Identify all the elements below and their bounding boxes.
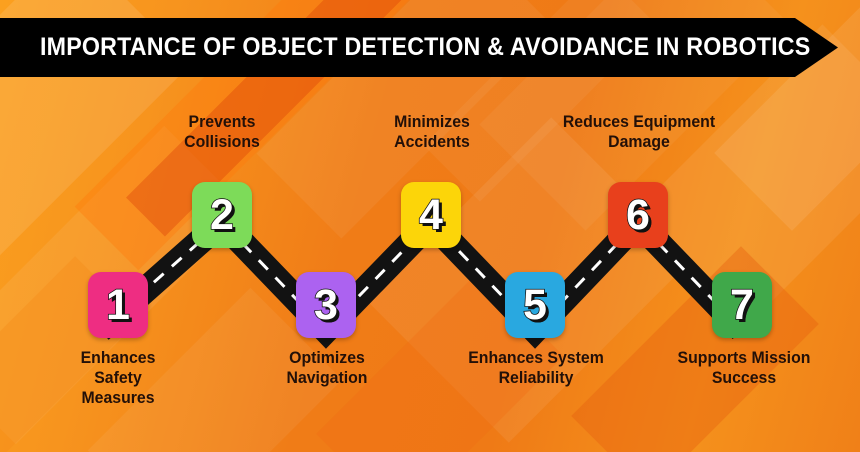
step-box-7[interactable]: 7	[712, 272, 772, 338]
step-number-3: 3	[313, 280, 338, 329]
step-label-2: Prevents Collisions	[184, 113, 260, 152]
step-label-6: Reduces Equipment Damage	[562, 113, 716, 152]
step-box-3[interactable]: 3	[296, 272, 356, 338]
step-box-1[interactable]: 1	[88, 272, 148, 338]
step-label-3: Optimizes Navigation	[286, 349, 368, 388]
step-number-1: 1	[105, 280, 130, 329]
step-label-7: Supports Mission Success	[677, 349, 811, 388]
step-number-4: 4	[418, 190, 443, 239]
step-number-7: 7	[729, 280, 754, 329]
step-box-5[interactable]: 5	[505, 272, 565, 338]
step-number-6: 6	[625, 190, 650, 239]
step-label-4: Minimizes Accidents	[394, 113, 470, 152]
step-box-4[interactable]: 4	[401, 182, 461, 248]
step-number-2: 2	[209, 190, 234, 239]
page-title: IMPORTANCE OF OBJECT DETECTION & AVOIDAN…	[40, 33, 811, 61]
step-box-2[interactable]: 2	[192, 182, 252, 248]
step-label-5: Enhances System Reliability	[468, 349, 604, 388]
step-number-5: 5	[522, 280, 547, 329]
step-box-6[interactable]: 6	[608, 182, 668, 248]
step-label-1: Enhances Safety Measures	[80, 349, 156, 408]
title-banner: IMPORTANCE OF OBJECT DETECTION & AVOIDAN…	[0, 18, 838, 77]
